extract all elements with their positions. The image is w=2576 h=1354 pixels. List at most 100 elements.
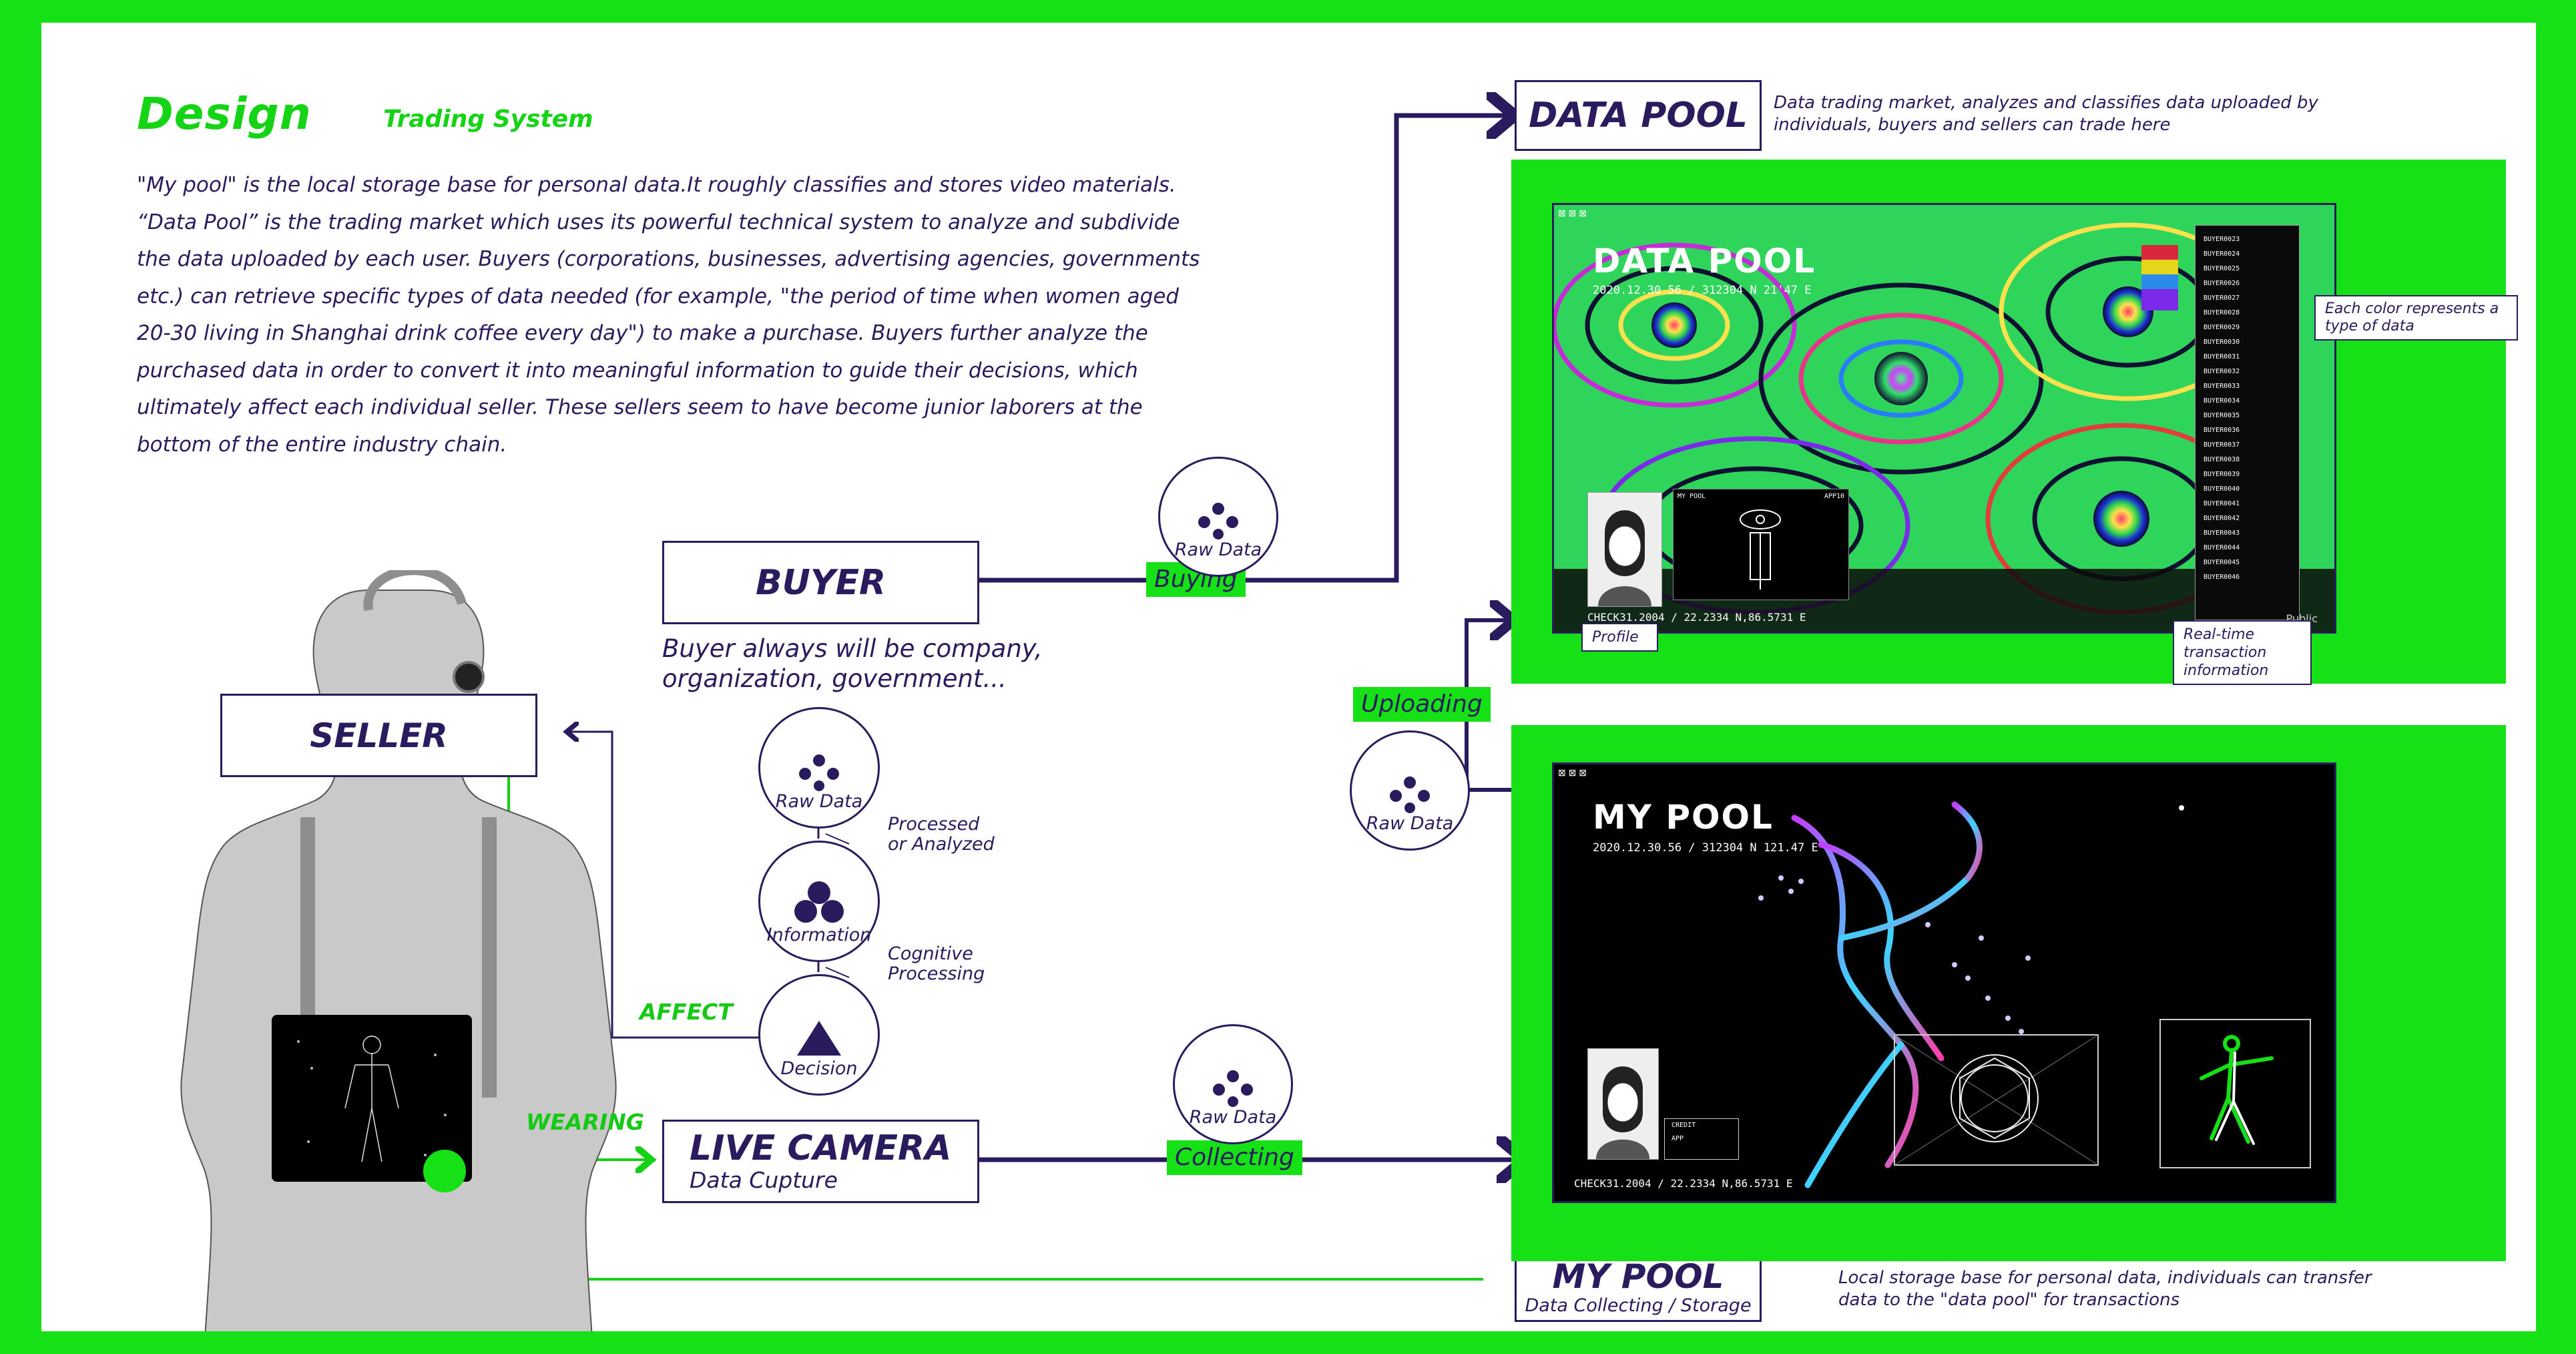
page-subtitle: Trading System — [383, 105, 593, 133]
person-silhouette-icon — [180, 570, 617, 1331]
buyer-list-item[interactable]: BUYER0038 — [2204, 456, 2240, 463]
portrait-sketch-icon — [1596, 1066, 1649, 1159]
my-pool-sub: Data Collecting / Storage — [1525, 1295, 1752, 1316]
processed-note: Processed or Analyzed — [888, 814, 995, 855]
wireframe-figure-icon — [297, 1036, 447, 1162]
swatch-red — [2141, 245, 2178, 260]
wireframe-robot-icon — [1740, 509, 1781, 590]
collecting-tag: Collecting — [1167, 1140, 1302, 1175]
uploading-tag: Uploading — [1353, 687, 1491, 722]
buyer-list-item[interactable]: BUYER0046 — [2204, 574, 2240, 581]
buyer-list-item[interactable]: BUYER0025 — [2204, 265, 2240, 272]
buyer-list-item[interactable]: BUYER0043 — [2204, 529, 2240, 537]
affect-label: AFFECT — [639, 999, 733, 1025]
seller-node: SELLER — [220, 694, 537, 777]
buyer-list-item[interactable]: BUYER0035 — [2204, 412, 2240, 419]
data-pool-screen-meta: 2020.12.30 56 / 312304 N 21'47 E — [1593, 284, 1812, 297]
data-pool-label: DATA POOL — [1529, 95, 1748, 136]
information-circle: Information — [758, 841, 880, 962]
data-pool-node: DATA POOL — [1515, 80, 1762, 151]
buyer-list-item[interactable]: BUYER0029 — [2204, 324, 2240, 331]
dots-icon — [1390, 776, 1430, 813]
buyer-list-item[interactable]: BUYER0024 — [2204, 250, 2240, 258]
window-controls-icon: ⊠ ⊠ ⊠ — [1558, 208, 1587, 218]
raw-data-collect-label: Raw Data — [1189, 1107, 1277, 1128]
buyer-list-item[interactable]: BUYER0028 — [2204, 309, 2240, 316]
data-pool-screen-coords: CHECK31.2004 / 22.2334 N,86.5731 E — [1587, 611, 1806, 624]
buyer-list-item[interactable]: BUYER0023 — [2204, 236, 2240, 243]
seller-label: SELLER — [310, 716, 448, 755]
page-title: Design — [137, 88, 312, 140]
my-pool-screen: ⊠ ⊠ ⊠ MY POOL 2020.12.30.56 / 312304 N 1… — [1552, 762, 2336, 1203]
my-pool-label: MY POOL — [1552, 1257, 1724, 1296]
wearing-label: WEARING — [526, 1109, 644, 1135]
board: Design Trading System "My pool" is the l… — [41, 23, 2536, 1331]
dots-icon — [1198, 503, 1238, 539]
swatch-purple — [2141, 289, 2178, 310]
buyer-list-item[interactable]: BUYER0044 — [2204, 544, 2240, 551]
buyer-list-item[interactable]: BUYER0039 — [2204, 471, 2240, 478]
raw-data-buying-circle: Raw Data — [1158, 457, 1278, 577]
swatch-yellow — [2141, 260, 2178, 274]
buyer-description: Buyer always will be company, organizati… — [662, 634, 1129, 694]
raw-data-upload-label: Raw Data — [1366, 813, 1454, 834]
dots-icon — [1213, 1070, 1253, 1107]
credit-value: APP — [1671, 1135, 1684, 1142]
realtime-callout: Real-time transaction information — [2173, 620, 2312, 685]
sensor-dot-icon — [423, 1150, 466, 1192]
buyer-list-item[interactable]: BUYER0034 — [2204, 397, 2240, 405]
decision-label: Decision — [780, 1058, 858, 1079]
window-controls-icon: ⊠ ⊠ ⊠ — [1558, 767, 1587, 778]
my-pool-description: Local storage base for personal data, in… — [1838, 1268, 2372, 1310]
buyer-list-item[interactable]: BUYER0026 — [2204, 280, 2240, 287]
buyer-list-item[interactable]: BUYER0037 — [2204, 441, 2240, 449]
dots-icon — [799, 754, 839, 791]
my-pool-screen-meta: 2020.12.30.56 / 312304 N 121.47 E — [1593, 841, 1818, 855]
my-pool-screen-title: MY POOL — [1593, 798, 1774, 837]
buyer-list-item[interactable]: BUYER0033 — [2204, 383, 2240, 390]
chain-raw-data-circle: Raw Data — [758, 707, 880, 829]
data-pool-screen: ⊠ ⊠ ⊠ DATA POOL 2020.12.30 56 / 312304 N… — [1552, 203, 2336, 634]
buyer-list-item[interactable]: BUYER0036 — [2204, 427, 2240, 434]
color-callout: Each color represents a type of data — [2314, 295, 2518, 341]
my-pool-node: MY POOL Data Collecting / Storage — [1515, 1251, 1762, 1322]
live-camera-node: LIVE CAMERA Data Cupture — [662, 1120, 979, 1203]
mini-pool-tag: APP10 — [1824, 493, 1844, 500]
chain-raw-data-label: Raw Data — [775, 791, 863, 812]
my-pool-portrait — [1587, 1048, 1659, 1160]
buyer-list-item[interactable]: BUYER0027 — [2204, 294, 2240, 302]
dancer-visual — [1758, 801, 2311, 1188]
raw-data-collect-circle: Raw Data — [1173, 1024, 1293, 1144]
swatch-blue — [2141, 274, 2178, 289]
triangle-icon — [797, 1021, 841, 1056]
mini-pool-window: MY POOL APP10 — [1673, 489, 1849, 600]
color-swatches — [2141, 245, 2178, 310]
raw-data-buying-label: Raw Data — [1174, 539, 1262, 560]
profile-portrait — [1587, 492, 1662, 607]
cluster-icon — [794, 881, 844, 923]
credit-label: CREDIT — [1671, 1122, 1696, 1129]
profile-callout: Profile — [1581, 623, 1658, 652]
live-camera-sub: Data Cupture — [690, 1167, 838, 1193]
decision-circle: Decision — [758, 974, 880, 1096]
cognitive-note: Cognitive Processing — [888, 943, 985, 984]
buyer-list-item[interactable]: BUYER0031 — [2204, 353, 2240, 361]
mini-pool-title: MY POOL — [1678, 493, 1706, 500]
buyer-description-text: Buyer always will be company, organizati… — [662, 634, 1043, 693]
credit-box: CREDIT APP — [1664, 1118, 1739, 1160]
intro-paragraph: "My pool" is the local storage base for … — [137, 173, 1200, 457]
buyer-list-item[interactable]: BUYER0041 — [2204, 500, 2240, 507]
portrait-sketch-icon — [1598, 510, 1651, 606]
buyer-list-item[interactable]: BUYER0032 — [2204, 368, 2240, 375]
buyer-list-item[interactable]: BUYER0042 — [2204, 515, 2240, 522]
my-pool-screen-coords: CHECK31.2004 / 22.2334 N,86.5731 E — [1574, 1177, 1793, 1190]
buyer-list-item[interactable]: BUYER0040 — [2204, 485, 2240, 493]
buyer-list-item[interactable]: BUYER0030 — [2204, 338, 2240, 346]
live-camera-label: LIVE CAMERA — [690, 1128, 952, 1168]
data-pool-screen-title: DATA POOL — [1593, 242, 1816, 280]
buyer-list-item[interactable]: BUYER0045 — [2204, 559, 2240, 566]
buyer-label: BUYER — [755, 562, 886, 603]
data-pool-description: Data trading market, analyzes and classi… — [1774, 93, 2318, 135]
